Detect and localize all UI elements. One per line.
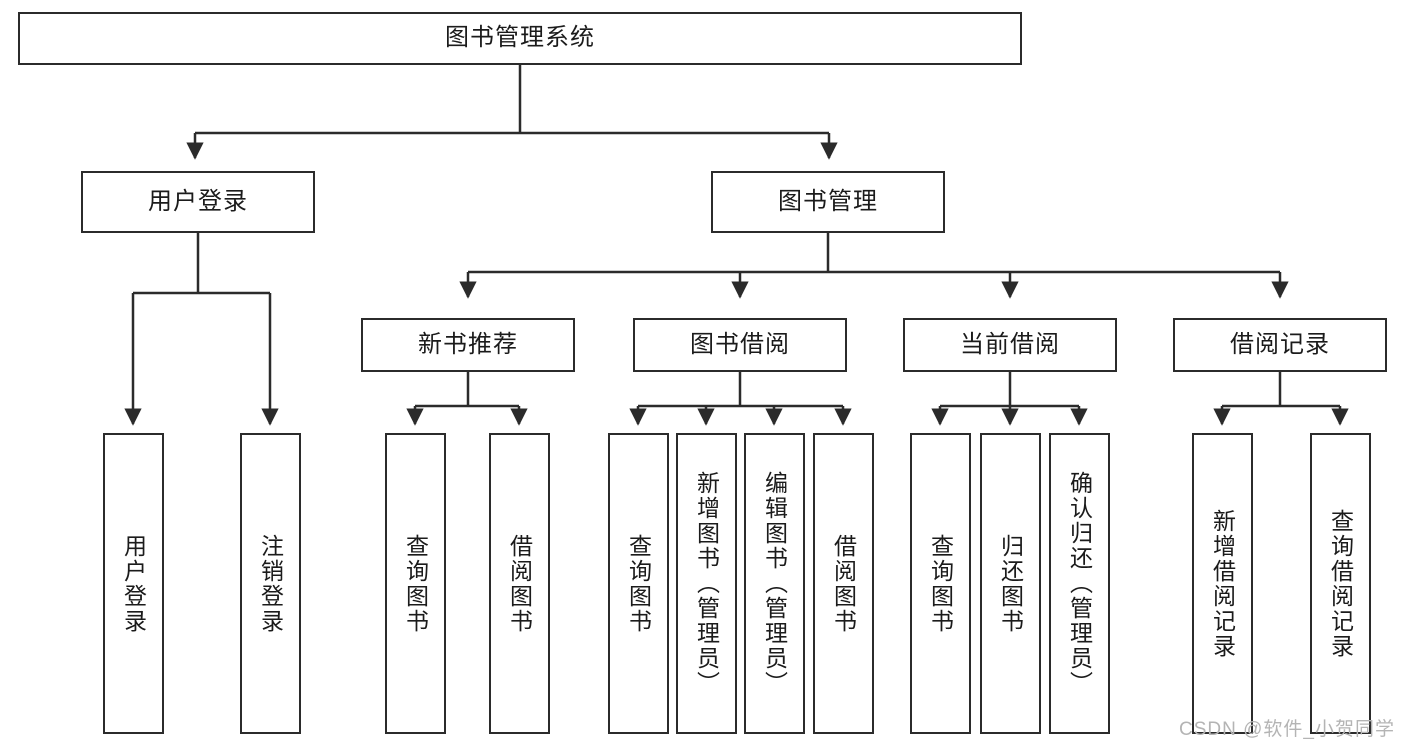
node-leaf-edit-book[interactable]: 编辑图书（管理员）: [744, 433, 805, 734]
node-book-borrow-label: 图书借阅: [690, 330, 790, 358]
node-root-label: 图书管理系统: [445, 24, 595, 52]
node-leaf-return-book[interactable]: 归还图书: [980, 433, 1041, 734]
node-root[interactable]: 图书管理系统: [18, 12, 1022, 65]
node-leaf-confirm-return-label: 确认归还（管理员）: [1066, 471, 1093, 696]
node-leaf-return-book-label: 归还图书: [997, 533, 1024, 634]
node-leaf-add-record-label: 新增借阅记录: [1209, 508, 1236, 659]
node-leaf-add-record[interactable]: 新增借阅记录: [1192, 433, 1253, 734]
node-book-borrow[interactable]: 图书借阅: [633, 318, 847, 372]
node-new-book-recommend-label: 新书推荐: [418, 330, 518, 358]
node-book-manage-label: 图书管理: [778, 187, 878, 215]
node-leaf-confirm-return[interactable]: 确认归还（管理员）: [1049, 433, 1110, 734]
node-leaf-borrow-book-1[interactable]: 借阅图书: [489, 433, 550, 734]
csdn-watermark: CSDN @软件_小贺同学: [1179, 719, 1395, 740]
node-leaf-query-record[interactable]: 查询借阅记录: [1310, 433, 1371, 734]
node-leaf-query-book-1[interactable]: 查询图书: [385, 433, 446, 734]
node-user-login-label: 用户登录: [148, 187, 248, 215]
node-leaf-add-book-label: 新增图书（管理员）: [693, 471, 720, 696]
node-leaf-add-book[interactable]: 新增图书（管理员）: [676, 433, 737, 734]
node-leaf-query-book-1-label: 查询图书: [402, 533, 429, 634]
node-leaf-user-logout[interactable]: 注销登录: [240, 433, 301, 734]
node-new-book-recommend[interactable]: 新书推荐: [361, 318, 575, 372]
node-leaf-user-login-label: 用户登录: [120, 533, 147, 634]
node-borrow-record-label: 借阅记录: [1230, 330, 1330, 358]
node-leaf-query-record-label: 查询借阅记录: [1327, 508, 1354, 659]
node-current-borrow-label: 当前借阅: [960, 330, 1060, 358]
node-leaf-user-logout-label: 注销登录: [257, 533, 284, 634]
node-leaf-edit-book-label: 编辑图书（管理员）: [761, 471, 788, 696]
node-leaf-borrow-book-2-label: 借阅图书: [830, 533, 857, 634]
node-leaf-query-book-2-label: 查询图书: [625, 533, 652, 634]
node-borrow-record[interactable]: 借阅记录: [1173, 318, 1387, 372]
node-leaf-query-book-2[interactable]: 查询图书: [608, 433, 669, 734]
node-current-borrow[interactable]: 当前借阅: [903, 318, 1117, 372]
node-book-manage[interactable]: 图书管理: [711, 171, 945, 233]
node-leaf-query-book-3[interactable]: 查询图书: [910, 433, 971, 734]
node-leaf-user-login[interactable]: 用户登录: [103, 433, 164, 734]
node-leaf-query-book-3-label: 查询图书: [927, 533, 954, 634]
node-leaf-borrow-book-2[interactable]: 借阅图书: [813, 433, 874, 734]
node-leaf-borrow-book-1-label: 借阅图书: [506, 533, 533, 634]
node-user-login[interactable]: 用户登录: [81, 171, 315, 233]
